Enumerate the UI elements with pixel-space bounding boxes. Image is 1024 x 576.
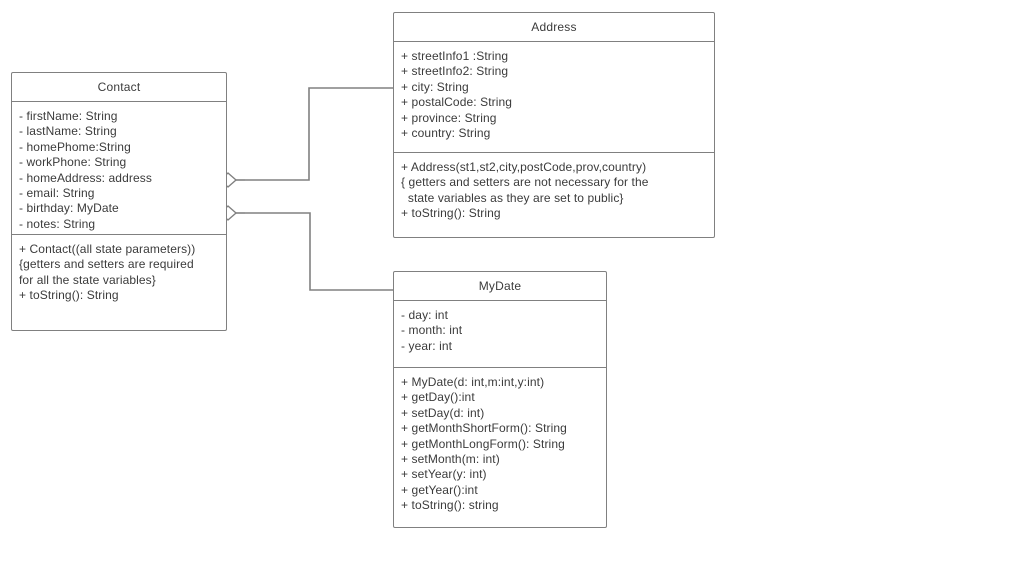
attribute-row: - month: int <box>401 323 463 338</box>
class-name-contact: Contact <box>12 73 226 102</box>
operation-row: + getDay():int <box>401 390 475 405</box>
attributes-section-address: + streetInfo1 :String + streetInfo2: Str… <box>394 42 714 152</box>
operations-section-address: + Address(st1,st2,city,postCode,prov,cou… <box>394 152 714 229</box>
attribute-row: - email: String <box>19 186 95 201</box>
attributes-section-contact: - firstName: String - lastName: String -… <box>12 102 226 234</box>
attribute-row: - day: int <box>401 308 449 322</box>
attribute-row: - lastName: String <box>19 124 117 139</box>
operation-row: + setDay(d: int) <box>401 405 485 420</box>
aggregation-contact-address[interactable] <box>218 87 393 188</box>
aggregation-address-line <box>245 87 393 181</box>
operation-row: state variables as they are set to publi… <box>401 190 624 205</box>
operation-row: + toString(): String <box>19 288 119 303</box>
operation-row: + Address(st1,st2,city,postCode,prov,cou… <box>401 160 647 174</box>
aggregation-mydate-line <box>245 212 393 291</box>
attribute-row: - firstName: String <box>19 109 118 123</box>
attribute-row: - birthday: MyDate <box>19 201 119 216</box>
aggregation-contact-mydate[interactable] <box>218 205 393 291</box>
attribute-row: - year: int <box>401 338 453 353</box>
uml-class-contact[interactable]: Contact - firstName: String - lastName: … <box>11 72 227 331</box>
operation-row: + toString(): string <box>401 498 499 513</box>
operations-section-contact: + Contact((all state parameters)) {gette… <box>12 234 226 311</box>
uml-class-mydate[interactable]: MyDate - day: int - month: int - year: i… <box>393 271 607 528</box>
operation-row: + setMonth(m: int) <box>401 452 500 467</box>
attribute-row: + province: String <box>401 110 497 125</box>
attributes-section-mydate: - day: int - month: int - year: int <box>394 301 606 367</box>
operation-row: + toString(): String <box>401 206 501 221</box>
class-name-address: Address <box>394 13 714 42</box>
uml-class-address[interactable]: Address + streetInfo1 :String + streetIn… <box>393 12 715 238</box>
attribute-row: + city: String <box>401 79 469 94</box>
attribute-row: - homeAddress: address <box>19 170 152 185</box>
operation-row: + Contact((all state parameters)) <box>19 242 196 256</box>
operations-section-mydate: + MyDate(d: int,m:int,y:int) + getDay():… <box>394 367 606 521</box>
attribute-row: - notes: String <box>19 216 96 231</box>
operation-row: + getMonthLongForm(): String <box>401 436 565 451</box>
attribute-row: - workPhone: String <box>19 155 127 170</box>
attribute-row: + country: String <box>401 126 491 141</box>
operation-row: + setYear(y: int) <box>401 467 487 482</box>
operation-row: + getMonthShortForm(): String <box>401 421 567 436</box>
operation-row: + MyDate(d: int,m:int,y:int) <box>401 375 545 389</box>
operation-row: for all the state variables} <box>19 272 156 287</box>
operation-row: + getYear():int <box>401 482 478 497</box>
attribute-row: - homePhome:String <box>19 139 131 154</box>
operation-row: { getters and setters are not necessary … <box>401 175 649 190</box>
attribute-row: + postalCode: String <box>401 95 513 110</box>
attribute-row: + streetInfo2: String <box>401 64 509 79</box>
attribute-row: + streetInfo1 :String <box>401 49 509 63</box>
class-name-mydate: MyDate <box>394 272 606 301</box>
operation-row: {getters and setters are required <box>19 257 194 272</box>
